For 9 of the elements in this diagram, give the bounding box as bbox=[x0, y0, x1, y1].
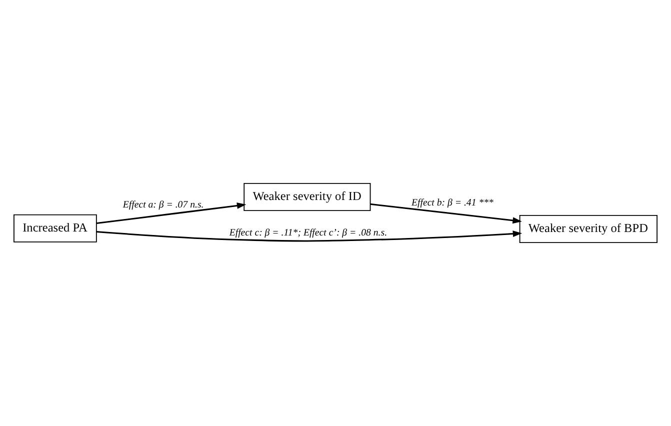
node-box: Increased PA bbox=[14, 214, 97, 242]
node-box: Weaker severity of BPD bbox=[519, 215, 658, 243]
edge-label: Effect c: β = .11*; Effect c’: β = .08 n.s. bbox=[229, 228, 388, 239]
edge-label: Effect a: β = .07 n.s. bbox=[122, 199, 204, 210]
arrow bbox=[96, 202, 246, 224]
edge-label: Effect b: β = .41 *** bbox=[412, 197, 494, 208]
arrow bbox=[96, 230, 522, 242]
arrow bbox=[370, 203, 522, 224]
node-box: Weaker severity of ID bbox=[244, 183, 371, 211]
